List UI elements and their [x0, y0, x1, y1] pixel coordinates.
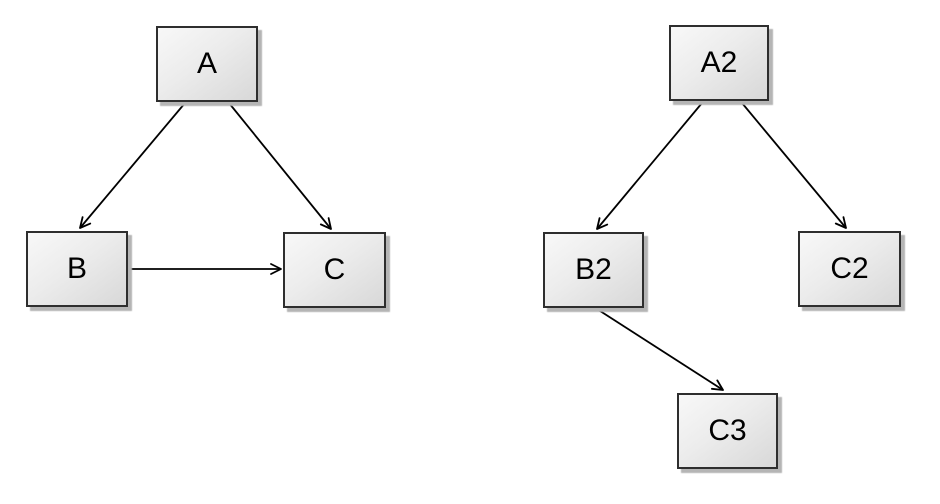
edge-a2-to-b2 [596, 102, 703, 230]
node-c3[interactable]: C3 [677, 393, 778, 469]
edge-a-to-c [228, 102, 332, 230]
node-b2[interactable]: B2 [543, 232, 644, 308]
node-a2[interactable]: A2 [669, 25, 769, 101]
node-c2[interactable]: C2 [798, 231, 901, 307]
node-c[interactable]: C [283, 232, 386, 308]
node-b[interactable]: B [26, 231, 128, 307]
edge-a-to-b [79, 102, 186, 229]
edge-a2-to-c2 [741, 102, 847, 229]
node-a[interactable]: A [156, 26, 258, 102]
edge-b2-to-c3 [596, 308, 724, 391]
